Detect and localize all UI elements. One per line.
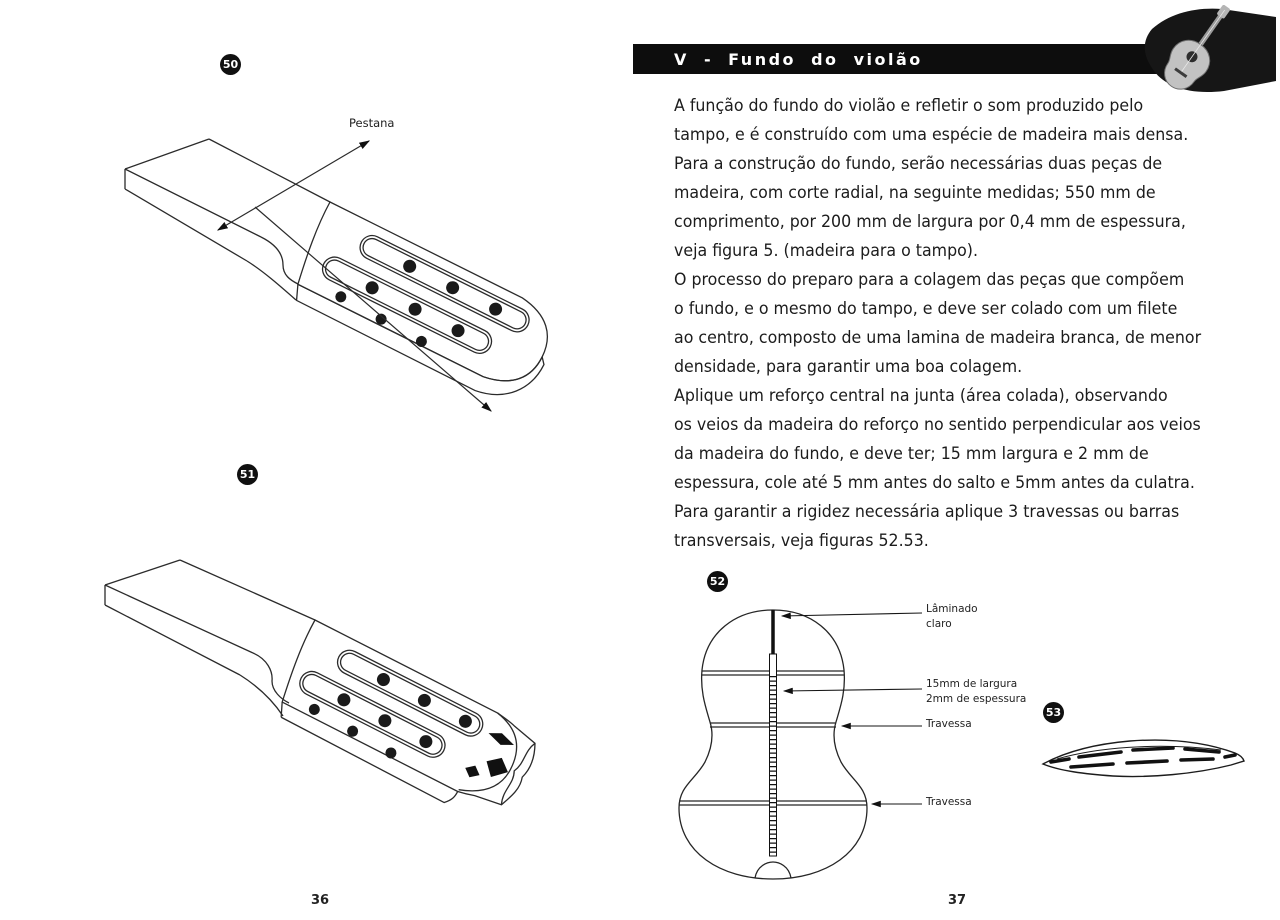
pestana-label: Pestana xyxy=(349,116,394,130)
guitar-silhouette xyxy=(1164,5,1230,90)
headstock-perspective-drawing-50: Pestana xyxy=(124,116,549,412)
body-paragraph: A função do fundo do violão e refletir o… xyxy=(674,96,1202,551)
label-travessa-lower: Travessa xyxy=(926,796,972,808)
figure-52-badge: 52 xyxy=(707,571,728,592)
header-guitar-photo xyxy=(1144,5,1276,93)
figure-51-badge: 51 xyxy=(237,464,258,485)
tuner-slot xyxy=(321,256,493,355)
tuner-holes xyxy=(335,259,503,347)
string-direction-arrow xyxy=(254,206,492,412)
label-laminado-claro: Lâminado claro xyxy=(926,603,978,630)
center-reinforcement-strip xyxy=(769,610,777,857)
figure-53-badge: 53 xyxy=(1043,702,1064,723)
bottom-notch xyxy=(754,861,792,879)
page-number-right: 37 xyxy=(948,893,967,908)
label-travessa-upper: Travessa xyxy=(926,718,972,730)
tuner-slot xyxy=(299,670,446,758)
section-header-bar: V - Fundo do violão xyxy=(633,44,1237,74)
tuner-slot xyxy=(336,649,484,737)
end-cap-edge xyxy=(458,712,518,792)
guitar-back-diagram-52 xyxy=(678,609,923,880)
bridge xyxy=(1174,67,1188,78)
brace-profile-drawing-53 xyxy=(1041,739,1245,778)
headstock-inlay-drawing-51 xyxy=(104,559,536,806)
page-number-left: 36 xyxy=(311,893,330,908)
section-title: V - Fundo do violão xyxy=(674,49,923,69)
break-line xyxy=(500,742,536,805)
tuner-slot xyxy=(359,234,530,333)
guitar-back-outline xyxy=(678,609,868,880)
annotation-arrows xyxy=(780,612,923,808)
label-strip-dimensions: 15mm de largura 2mm de espessura xyxy=(926,678,1027,705)
tuner-holes xyxy=(308,673,472,759)
figure-50-badge: 50 xyxy=(220,54,241,75)
pestana-pointer-arrow xyxy=(216,140,371,231)
diamond-inlays xyxy=(465,733,514,778)
wood-grain-hatches xyxy=(1049,746,1237,769)
